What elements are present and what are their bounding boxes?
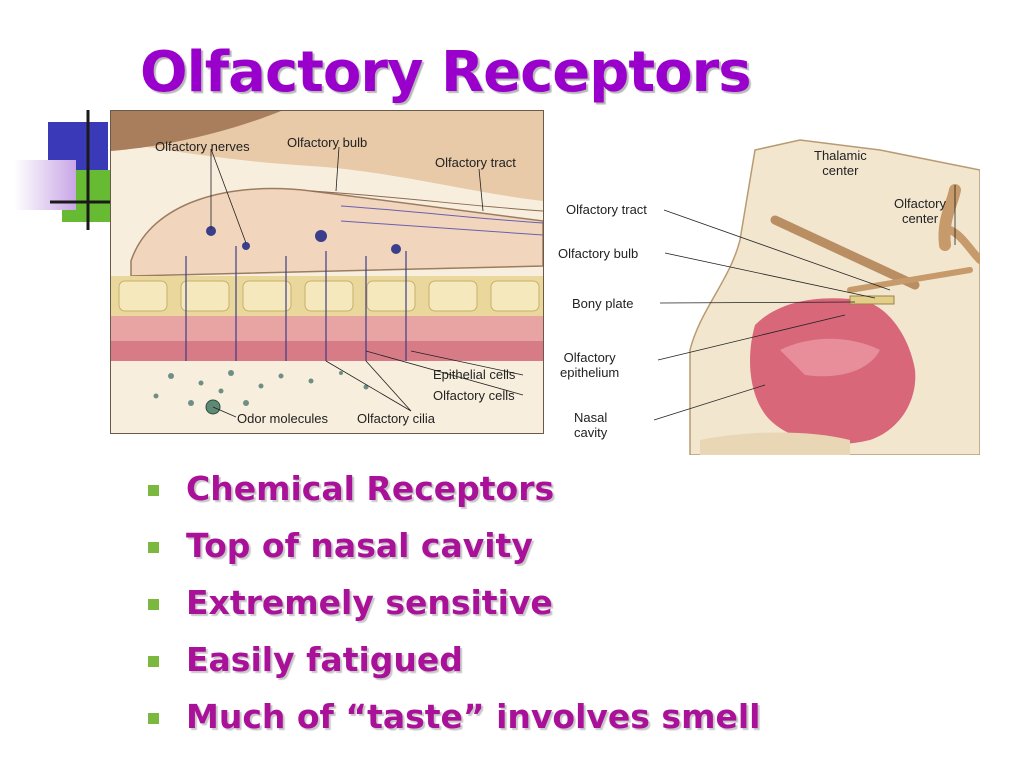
bullet-marker <box>148 599 159 610</box>
label-olfactory-bulb-right: Olfactory bulb <box>556 246 641 261</box>
decorative-squares <box>14 110 110 230</box>
head-illustration <box>653 139 980 455</box>
bullet-text: Extremely sensitive <box>186 583 553 622</box>
bullet-text: Much of “taste” involves smell <box>186 697 761 736</box>
bullet-marker <box>148 542 159 553</box>
bullet-text: Chemical Receptors <box>186 469 555 508</box>
label-olfactory-nerves: Olfactory nerves <box>155 139 250 154</box>
label-nasal-cavity: Nasal cavity <box>572 410 610 440</box>
label-olfactory-bulb: Olfactory bulb <box>287 135 368 150</box>
bullet-item: Top of nasal cavity <box>148 517 760 574</box>
label-thalamic-center: Thalamic center <box>814 148 867 178</box>
label-olfactory-epithelium: Olfactory epithelium <box>558 350 622 380</box>
label-olfactory-tract: Olfactory tract <box>435 155 516 170</box>
label-epithelial-cells: Epithelial cells <box>433 367 516 382</box>
bullet-list: Chemical Receptors Top of nasal cavity E… <box>148 460 760 745</box>
bullet-item: Much of “taste” involves smell <box>148 688 760 745</box>
olfactory-anatomy-figure: Olfactory nerves Olfactory bulb Olfactor… <box>110 110 980 455</box>
label-olfactory-center: Olfactory center <box>894 196 947 226</box>
bullet-item: Chemical Receptors <box>148 460 760 517</box>
bullet-marker <box>148 656 159 667</box>
label-odor-molecules: Odor molecules <box>237 411 329 426</box>
slide-title: Olfactory Receptors <box>140 40 752 105</box>
label-olfactory-cilia: Olfactory cilia <box>357 411 436 426</box>
label-olfactory-tract-right: Olfactory tract <box>564 202 649 217</box>
label-bony-plate: Bony plate <box>570 296 636 311</box>
bullet-marker <box>148 485 159 496</box>
nasal-cross-section: Olfactory tract Olfactory bulb Bony plat… <box>550 110 980 455</box>
bullet-text: Top of nasal cavity <box>186 526 533 565</box>
bullet-marker <box>148 713 159 724</box>
bullet-text: Easily fatigued <box>186 640 463 679</box>
epithelium-illustration <box>111 111 543 418</box>
bullet-item: Extremely sensitive <box>148 574 760 631</box>
bullet-item: Easily fatigued <box>148 631 760 688</box>
olfactory-epithelium-detail: Olfactory nerves Olfactory bulb Olfactor… <box>110 110 544 434</box>
label-olfactory-cells: Olfactory cells <box>433 388 515 403</box>
